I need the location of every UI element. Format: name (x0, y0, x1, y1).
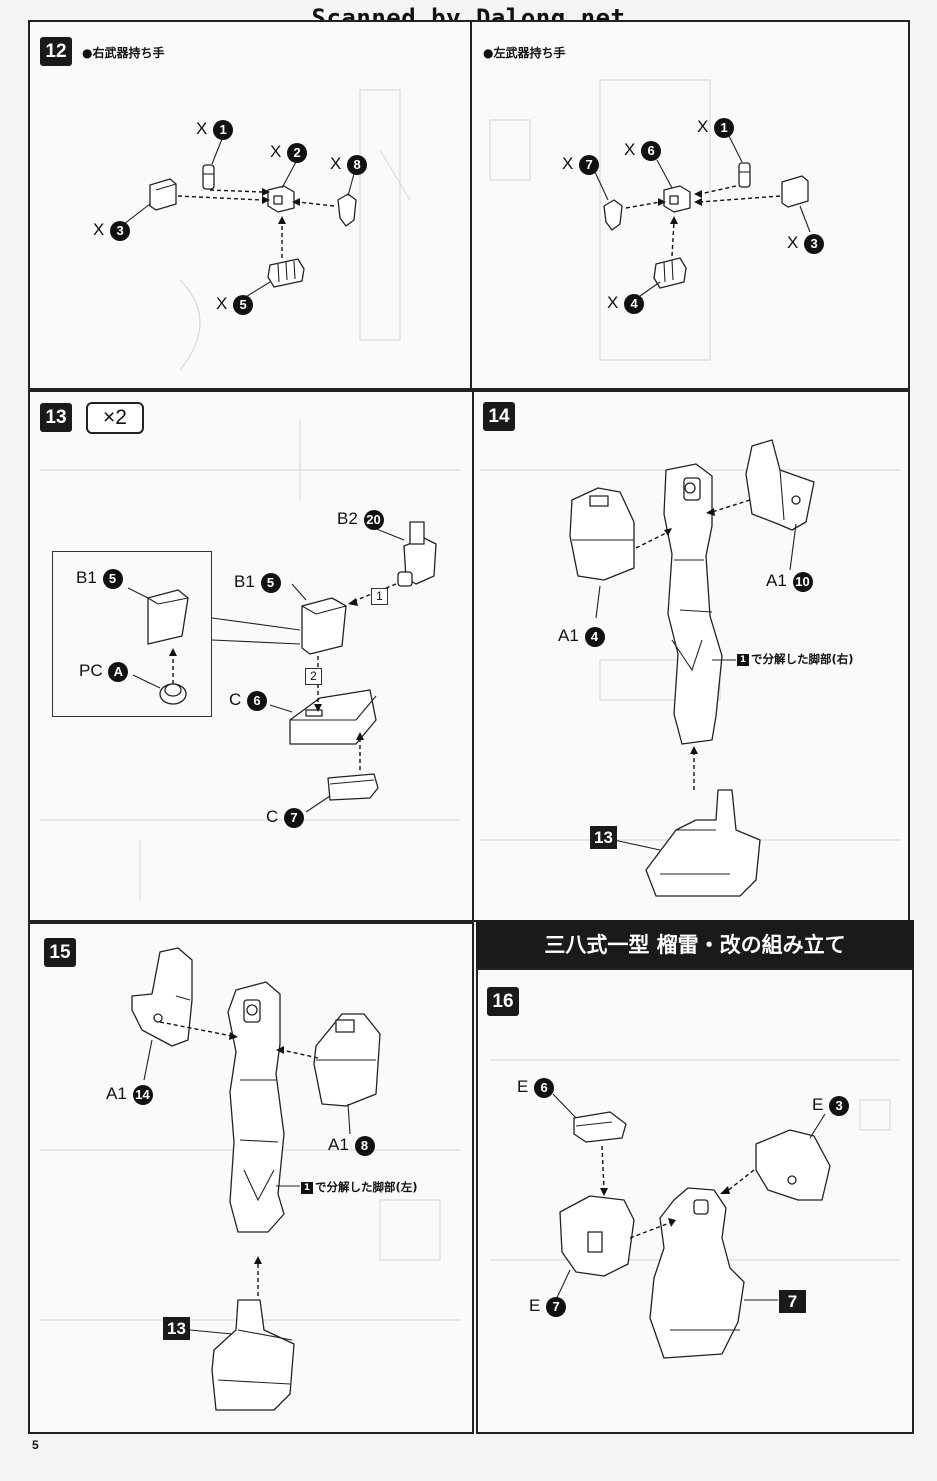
label-x5-right: X 5 (216, 293, 254, 315)
step-16-number: 16 (487, 987, 519, 1016)
label-x8-right: X 8 (330, 153, 368, 175)
part-a1-10-shell (745, 439, 815, 531)
label-x4-left: X 4 (607, 292, 645, 314)
label-b1-5: B1 5 (234, 571, 281, 593)
step-15-base-badge: 13 (163, 1317, 190, 1340)
step-13-detail-box (52, 551, 212, 717)
part-b2-20 (397, 521, 437, 587)
part-leg-left (227, 981, 285, 1233)
step-15-number: 15 (44, 938, 76, 967)
order-number-1: 1 (371, 588, 388, 605)
part-e3 (755, 1129, 831, 1201)
label-a1-14: A1 14 (106, 1083, 153, 1105)
part-b1-detail (147, 589, 189, 645)
part-b1-main (301, 597, 347, 655)
part-x1-pin-left (738, 162, 751, 188)
label-x1-right: X 1 (196, 118, 234, 140)
label-b2-20: B2 20 (337, 508, 384, 530)
part-e6 (573, 1111, 627, 1143)
part-x6-hub (663, 185, 691, 213)
step-13-multiplier: ×2 (86, 402, 144, 434)
label-x3-left: X 3 (787, 232, 825, 254)
label-e3: E 3 (812, 1094, 850, 1116)
label-x6-left: X 6 (624, 139, 662, 161)
label-a1-4: A1 4 (558, 625, 605, 647)
step-12-right-title: ●右武器持ち手 (82, 46, 165, 60)
label-e6: E 6 (517, 1076, 555, 1098)
step-14-number: 14 (483, 402, 515, 431)
part-x4-grip (653, 257, 687, 289)
step-13-number: 13 (40, 403, 72, 432)
order-number-2: 2 (305, 668, 322, 685)
part-base-13-left (211, 1299, 295, 1411)
part-x3-block-left (781, 175, 809, 208)
section-banner: 三八式一型 榴雷・改の組み立て (476, 920, 914, 970)
step-12-panel (28, 20, 910, 390)
part-leg-right (663, 463, 723, 745)
part-x5-grip (267, 258, 305, 288)
label-e7: E 7 (529, 1295, 567, 1317)
part-a1-4-shell (569, 487, 635, 581)
label-pc-a: PC A (79, 660, 129, 682)
step-12-left-title: ●左武器持ち手 (483, 46, 566, 60)
label-c6: C 6 (229, 689, 268, 711)
label-a1-10: A1 10 (766, 570, 813, 592)
part-x3-block (149, 178, 177, 211)
part-x2-hub (267, 185, 295, 213)
step-12-divider (470, 22, 472, 388)
part-a1-8-shell (313, 1013, 381, 1107)
part-x7-finger (603, 199, 623, 231)
label-c7: C 7 (266, 806, 305, 828)
part-e7 (559, 1195, 635, 1277)
part-c6-base (289, 689, 377, 745)
label-a1-8: A1 8 (328, 1134, 375, 1156)
part-c7 (327, 773, 379, 801)
part-x1-pin (202, 164, 215, 190)
part-pc-a-cap (159, 683, 187, 705)
page-number: 5 (32, 1438, 39, 1452)
label-b1-5-detail: B1 5 (76, 567, 123, 589)
label-x7-left: X 7 (562, 153, 600, 175)
label-x1-left: X 1 (697, 116, 735, 138)
step-14-base-badge: 13 (590, 826, 617, 849)
label-x2-right: X 2 (270, 141, 308, 163)
label-x3-right: X 3 (93, 219, 131, 241)
step-12-number: 12 (40, 37, 72, 66)
step-13-panel (28, 390, 474, 922)
part-body-7 (649, 1187, 745, 1359)
part-base-13 (645, 789, 761, 897)
part-a1-14-shell (131, 947, 193, 1047)
step-16-body-badge: 7 (779, 1290, 806, 1313)
